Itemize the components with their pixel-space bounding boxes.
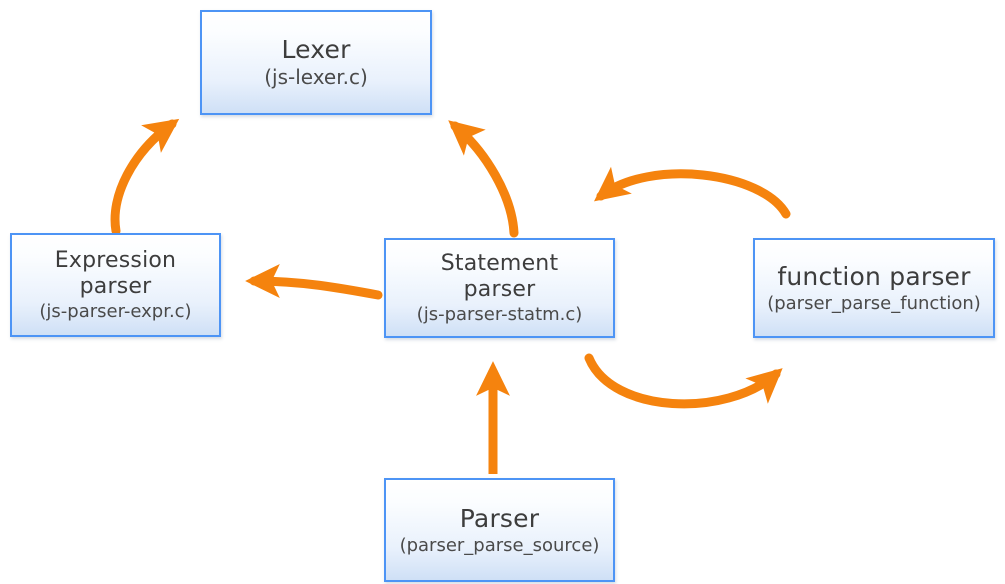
node-function-parser-title: function parser <box>777 262 971 292</box>
edge-statement-to-expression <box>245 264 383 300</box>
node-statement-parser-title: Statement <box>440 250 559 276</box>
node-function-parser[interactable]: function parser (parser_parse_function) <box>753 238 995 338</box>
node-lexer-subtitle: (js-lexer.c) <box>264 64 368 89</box>
node-lexer[interactable]: Lexer (js-lexer.c) <box>200 10 432 115</box>
node-parser[interactable]: Parser (parser_parse_source) <box>384 478 615 582</box>
node-expression-parser[interactable]: Expression parser (js-parser-expr.c) <box>10 233 221 337</box>
node-statement-parser-subtitle: (js-parser-statm.c) <box>416 303 583 325</box>
node-parser-subtitle: (parser_parse_source) <box>399 534 600 556</box>
edge-statement-to-function <box>584 353 783 409</box>
node-statement-parser-title-line2: parser <box>463 276 536 302</box>
node-function-parser-subtitle: (parser_parse_function) <box>767 292 981 314</box>
edge-statement-to-lexer <box>448 120 519 238</box>
node-expression-parser-subtitle: (js-parser-expr.c) <box>39 300 192 322</box>
node-expression-parser-title: Expression <box>54 247 177 273</box>
node-lexer-title: Lexer <box>281 35 351 65</box>
edge-expression-to-lexer <box>110 118 180 236</box>
node-parser-title: Parser <box>459 504 540 534</box>
node-statement-parser[interactable]: Statement parser (js-parser-statm.c) <box>384 238 615 338</box>
node-expression-parser-title-line2: parser <box>79 273 152 299</box>
edge-function-to-statement <box>593 166 791 219</box>
